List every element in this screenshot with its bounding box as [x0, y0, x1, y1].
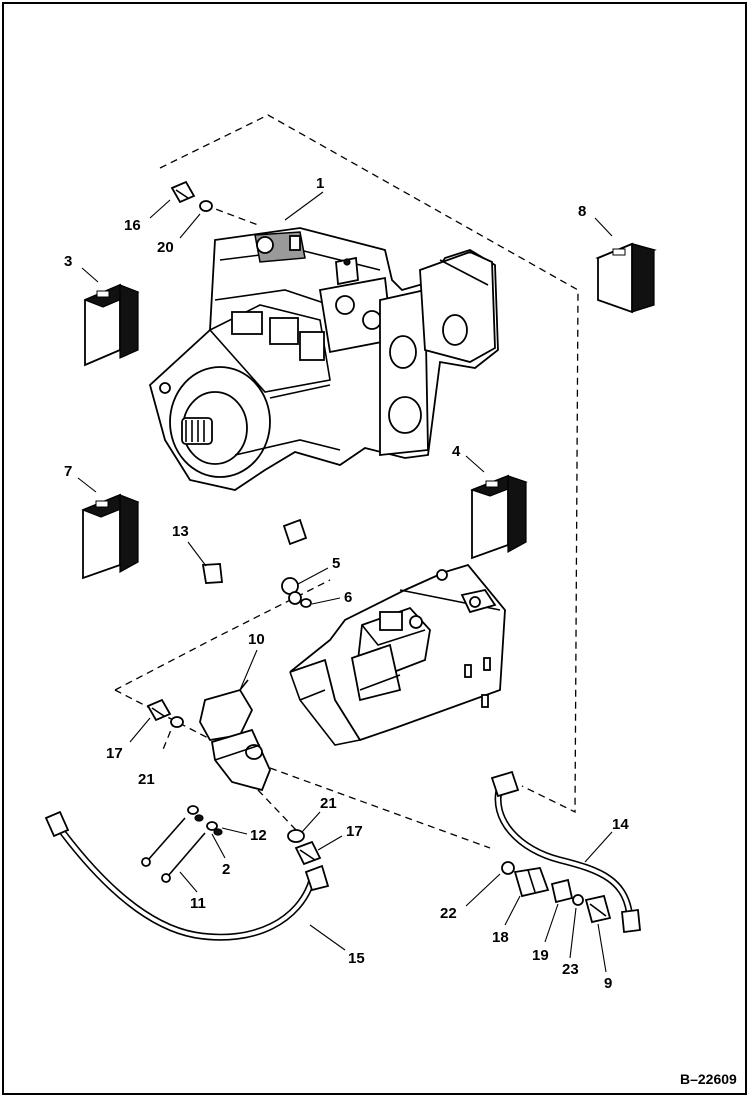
- callout-19: 19: [532, 947, 549, 964]
- decal-3: [83, 283, 140, 367]
- leader-line: [504, 895, 521, 926]
- leader-line: [317, 835, 343, 851]
- washer-2: [187, 805, 223, 836]
- callout-1: 1: [316, 175, 324, 192]
- o-ring-6: [300, 598, 312, 608]
- callout-16: 16: [124, 217, 141, 234]
- callout-18: 18: [492, 929, 509, 946]
- hydrostatic-pump: [148, 227, 499, 491]
- callout-11: 11: [190, 895, 206, 912]
- callout-17-upper: 17: [106, 745, 123, 762]
- leader-line: [544, 903, 559, 943]
- decal-7: [81, 493, 140, 580]
- callout-3: 3: [64, 253, 72, 270]
- o-ring-23: [572, 894, 584, 906]
- callout-20: 20: [157, 239, 174, 256]
- callout-21-upper: 21: [138, 771, 155, 788]
- leader-line: [597, 923, 607, 973]
- control-valve-10: [199, 679, 271, 792]
- fitting-5: [281, 577, 302, 605]
- o-ring-21-upper: [170, 716, 184, 728]
- hose-15: [44, 810, 330, 941]
- hose-13: [198, 518, 308, 614]
- leader-line: [179, 871, 198, 893]
- callout-12: 12: [250, 827, 267, 844]
- decal-4: [470, 474, 528, 560]
- callout-4: 4: [452, 443, 461, 460]
- leader-line: [284, 191, 324, 221]
- decal-8: [595, 242, 657, 314]
- leader-line: [187, 541, 207, 567]
- leader-line: [221, 827, 248, 835]
- leader-line: [569, 907, 577, 959]
- mounting-bracket: [289, 563, 506, 746]
- leader-line: [211, 833, 226, 859]
- leader-line: [297, 567, 329, 585]
- callout-23: 23: [562, 961, 579, 978]
- adapter-18: [513, 866, 550, 898]
- callout-8: 8: [578, 203, 586, 220]
- fitting-9: [584, 894, 612, 924]
- document-id: B–22609: [680, 1071, 737, 1087]
- fitting-17-lower: [294, 840, 322, 866]
- callout-6: 6: [344, 589, 352, 606]
- fitting-16: [170, 180, 196, 204]
- callout-10: 10: [248, 631, 265, 648]
- leader-line: [239, 649, 258, 691]
- callout-7: 7: [64, 463, 72, 480]
- leader-line: [465, 873, 501, 907]
- leader-line: [584, 831, 613, 863]
- o-ring-22: [501, 861, 515, 875]
- callout-14: 14: [612, 816, 629, 833]
- callout-labels: 1 16 20 3 8 7 4 13 5 6 10 17 21 21 17 12…: [64, 175, 629, 992]
- leader-line: [77, 477, 97, 493]
- leader-line: [311, 597, 341, 605]
- callout-15: 15: [348, 950, 365, 967]
- callout-2: 2: [222, 861, 230, 878]
- callout-17-lower: 17: [346, 823, 363, 840]
- leader-line: [149, 199, 171, 219]
- o-ring-20: [199, 200, 213, 212]
- leader-line: [594, 217, 613, 237]
- leader-line: [81, 267, 99, 283]
- callout-13: 13: [172, 523, 189, 540]
- bolt-11: [141, 817, 206, 883]
- callout-22: 22: [440, 905, 457, 922]
- leader-line: [465, 455, 485, 473]
- callout-21-lower: 21: [320, 795, 337, 812]
- callout-5: 5: [332, 555, 340, 572]
- leader-line: [179, 213, 201, 239]
- leader-line: [301, 811, 321, 833]
- fitting-19: [550, 878, 574, 904]
- fitting-17-upper: [146, 698, 172, 722]
- leader-line: [129, 717, 151, 743]
- callout-9: 9: [604, 975, 612, 992]
- leader-line: [309, 924, 346, 951]
- o-ring-21-lower: [287, 829, 305, 843]
- hose-14: [490, 770, 641, 934]
